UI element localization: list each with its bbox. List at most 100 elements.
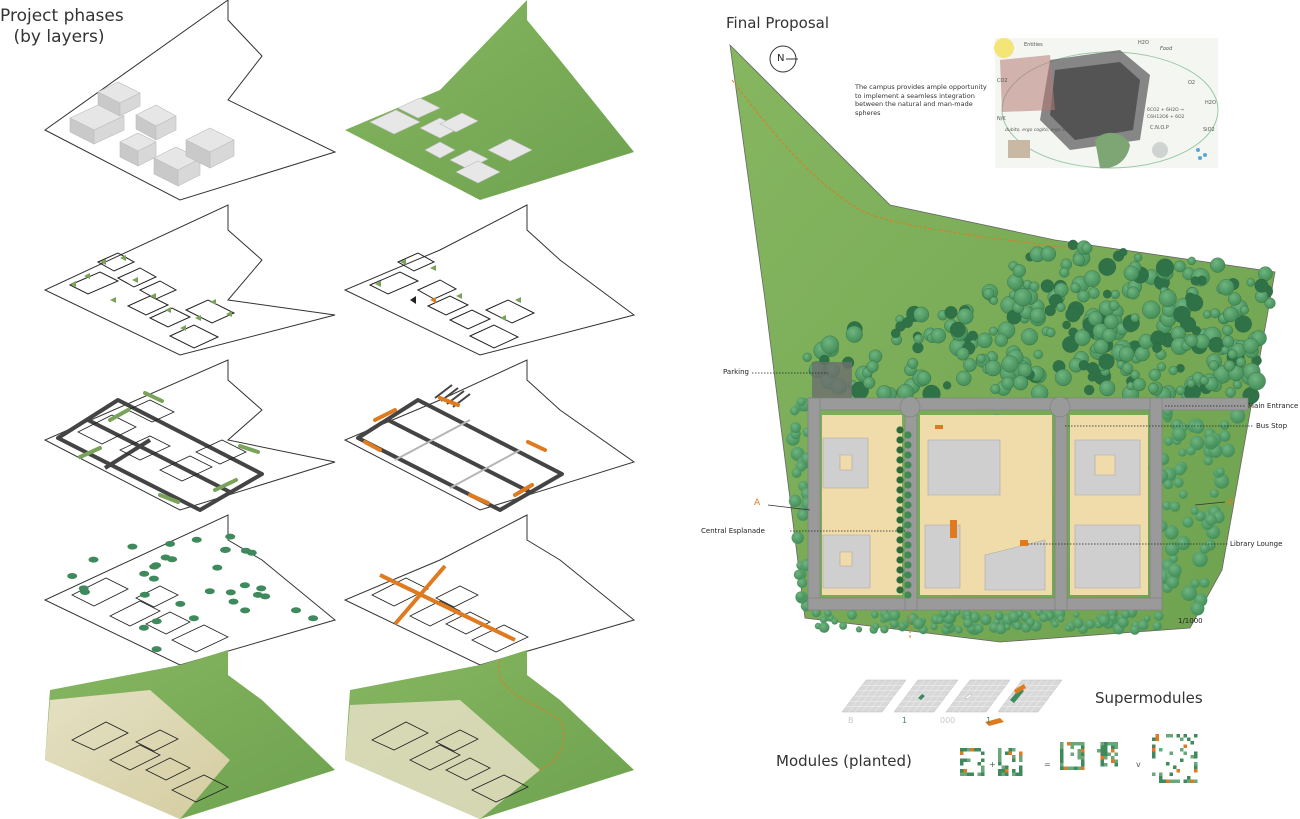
- module-plate: [841, 679, 907, 713]
- forest-tree: [1070, 282, 1081, 293]
- forest-tree: [1173, 477, 1184, 488]
- scale-label: 1/1000: [1178, 617, 1203, 625]
- campus-buildings: [822, 437, 1141, 591]
- forest-tree: [1176, 535, 1191, 551]
- forest-tree: [1021, 328, 1038, 346]
- row-tree: [896, 456, 904, 464]
- forest-tree: [1178, 489, 1188, 499]
- forest-tree: [1033, 349, 1043, 360]
- label-central-esplanade: Central Esplanade: [701, 527, 765, 535]
- forest-tree: [1178, 448, 1187, 457]
- forest-tree: [1174, 260, 1186, 273]
- final-proposal-title: Final Proposal: [726, 14, 830, 32]
- forest-tree: [1110, 289, 1120, 299]
- forest-tree: [1222, 335, 1235, 348]
- row-tree: [896, 446, 904, 454]
- supermodules-title: Supermodules: [1095, 689, 1203, 707]
- forest-tree: [1029, 281, 1040, 292]
- layer-orientation: [43, 204, 336, 356]
- forest-tree: [1247, 372, 1266, 391]
- row-tree: [896, 436, 904, 444]
- tree-dot: [225, 589, 236, 596]
- forest-tree: [847, 609, 857, 620]
- forest-tree: [1044, 305, 1056, 317]
- forest-tree: [957, 308, 974, 325]
- row-tree: [904, 461, 912, 469]
- tree-dot: [78, 585, 89, 592]
- forest-tree: [949, 321, 966, 338]
- site-plan: [729, 43, 1276, 643]
- forest-tree: [1164, 436, 1174, 446]
- label-main-entrance: Main Entrance: [1248, 402, 1299, 410]
- forest-tree: [1182, 516, 1194, 528]
- forest-tree: [1239, 305, 1249, 315]
- forest-tree: [1025, 617, 1035, 627]
- tree-dot: [256, 585, 267, 592]
- forest-tree: [1103, 314, 1119, 330]
- tree-dots: [67, 533, 319, 653]
- module-plate: [893, 679, 959, 713]
- forest-tree: [1065, 306, 1081, 323]
- forest-tree: [1085, 619, 1096, 629]
- forest-tree: [930, 623, 938, 631]
- layer-terrain-b: [345, 650, 634, 819]
- forest-tree: [890, 328, 901, 339]
- row-tree: [904, 591, 912, 599]
- row-tree: [896, 476, 904, 484]
- forest-tree: [989, 296, 998, 305]
- forest-tree: [1121, 609, 1131, 619]
- forest-tree: [990, 384, 1001, 395]
- forest-tree: [936, 616, 944, 624]
- forest-tree: [1171, 426, 1187, 442]
- row-tree: [896, 466, 904, 474]
- forest-tree: [1143, 615, 1151, 622]
- phases-title-line2: (by layers): [13, 27, 105, 47]
- forest-tree: [1012, 264, 1026, 278]
- tree-dot: [239, 582, 250, 589]
- forest-tree: [789, 406, 800, 416]
- forest-tree: [968, 611, 981, 623]
- layer-vegetation: [43, 514, 337, 666]
- info-text-4: CO2: [997, 78, 1008, 84]
- forest-tree: [1001, 355, 1019, 373]
- planted-modules: [960, 734, 1198, 783]
- forest-tree: [1209, 488, 1219, 498]
- row-tree: [904, 551, 912, 559]
- forest-tree: [1121, 362, 1134, 375]
- forest-tree: [974, 624, 984, 634]
- campus-description: The campus provides ample opportunity to…: [855, 83, 987, 117]
- forest-tree: [913, 306, 930, 323]
- forest-tree: [1073, 617, 1084, 629]
- forest-tree: [1216, 467, 1225, 477]
- building-massing-blocks: [69, 81, 235, 187]
- forest-tree: [1167, 563, 1182, 577]
- forest-tree: [1229, 408, 1246, 424]
- forest-tree: [796, 397, 806, 407]
- section-marker-a: A: [754, 498, 761, 508]
- forest-tree: [1067, 239, 1079, 251]
- label-bus-stop: Bus Stop: [1256, 422, 1288, 430]
- forest-tree: [1199, 375, 1209, 386]
- forest-tree: [793, 569, 805, 580]
- tree-dot: [138, 624, 149, 631]
- planted-module: [1097, 742, 1118, 767]
- row-tree: [896, 506, 904, 514]
- forest-tree: [1219, 430, 1231, 442]
- tree-dot: [127, 543, 138, 550]
- forest-tree: [1056, 302, 1066, 312]
- forest-tree: [1126, 286, 1140, 300]
- forest-tree: [839, 622, 847, 630]
- info-text-11: 6CO2 + 6H2O →: [1147, 108, 1184, 113]
- row-tree: [904, 521, 912, 529]
- left-column-stack: [43, 0, 337, 819]
- section-lines: [767, 501, 1226, 511]
- forest-tree: [1192, 551, 1208, 568]
- forest-tree: [855, 626, 863, 633]
- forest-tree: [1173, 305, 1191, 324]
- forest-tree: [1190, 276, 1200, 286]
- row-tree: [904, 441, 912, 449]
- row-tree: [896, 426, 904, 434]
- forest-tree: [1210, 257, 1226, 273]
- forest-tree: [862, 376, 876, 389]
